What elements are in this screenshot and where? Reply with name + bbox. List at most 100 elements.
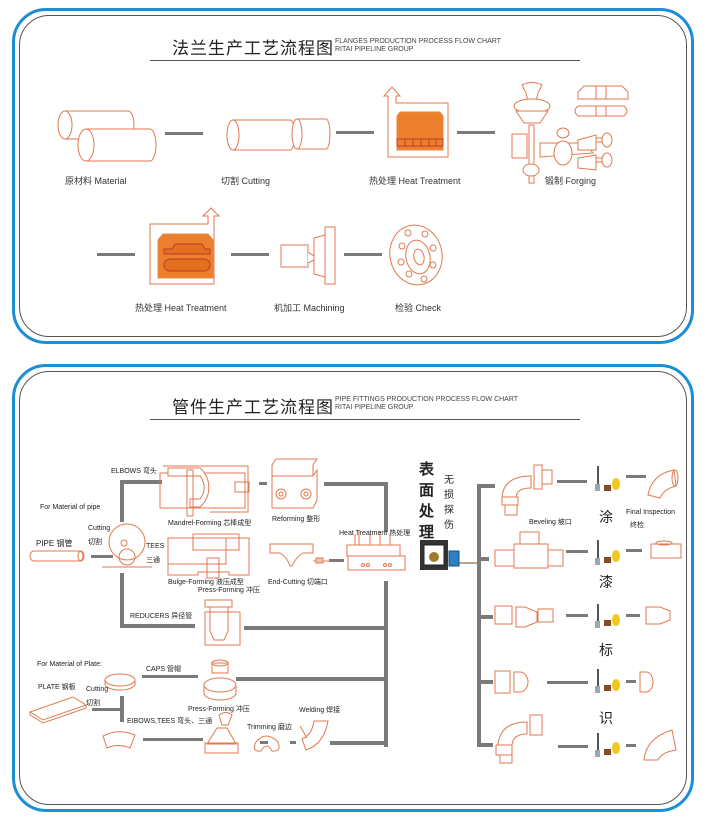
trimming-label: Trimming 磨边 [247,724,292,731]
connector [236,677,388,681]
cutting-wheel-icon [102,523,152,568]
ndt-char-2: 损 [444,490,454,501]
reducers-label: REDUCERS 异径管 [130,613,193,620]
bulge-forming-label: Bulge-Forming 液压成型 [168,579,244,586]
cutting-cn-label: 切割 [88,539,102,546]
ndt-char-1: 无 [444,475,454,486]
connector [477,680,493,684]
connector [97,253,135,256]
step-label-forging: 锻制 Forging [545,176,597,186]
fittings-connectors [91,475,646,748]
connector [336,131,374,134]
connector [626,614,640,617]
pipe-material-label: For Material of pipe [40,504,101,511]
furnace-icon [382,86,449,158]
painting-icon-row-4 [595,669,620,693]
connector [330,741,388,745]
connector [384,482,388,532]
mandrel-forming-icon [159,465,250,517]
connector [626,549,642,552]
elbow-press-icon [204,712,239,754]
caps-press-icon [203,659,237,701]
flanges-panel-inner-border [19,15,687,337]
plate-cutting-cn-label: 切割 [86,700,100,707]
bulge-forming-icon [167,533,250,579]
end-cutting-icon [269,543,330,567]
reforming-icon [271,458,318,509]
connector [547,681,588,684]
ndt-label: 无 损 探 伤 [444,473,454,533]
step-label-cutting: 切割 Cutting [221,176,271,186]
connector [477,557,489,561]
marking-char-1: 标 [599,642,613,658]
press-forming-label-2: Press-Forming 冲压 [188,706,250,713]
surface-treatment-machine-icon [420,540,460,570]
connector [260,741,268,744]
beveling-label: Beveling 坡口 [529,519,572,526]
final-elbow-icon [647,469,679,499]
reforming-label: Reforming 整形 [272,516,321,523]
beveling-elbow-2-icon [495,714,543,764]
ndt-char-4: 伤 [444,520,454,531]
painting-icon-row-3 [595,604,620,628]
cap-disk-icon [104,673,136,691]
connector [120,573,124,628]
trimming-icon [253,735,280,752]
beveling-cap-icon [494,670,529,694]
connector [290,741,296,744]
fittings-panel [12,364,694,812]
connector [626,744,636,747]
connector [477,743,493,747]
connector [120,480,162,484]
fittings-title-en: PIPE FITTINGS PRODUCTION PROCESS FLOW CH… [335,396,518,412]
end-cutting-label: End-Cutting 切端口 [268,579,328,586]
final-inspection-en-label: Final Inspection [626,509,676,516]
connector [384,581,388,747]
flanges-title-en: FLANGES PRODUCTION PROCESS FLOW CHART RI… [335,38,501,54]
flanges-panel [12,8,694,344]
beveling-tee-icon [494,531,564,569]
flanges-title-en-line2: RITAI PIPELINE GROUP [335,46,414,53]
welding-icon [299,720,329,751]
connector [259,482,267,485]
reducer-press-icon [204,599,241,646]
fittings-panel-inner-border [19,371,687,805]
final-tee-icon [650,540,682,559]
caps-label: CAPS 管帽 [146,666,182,673]
step-label-heat-treatment-1: 热处理 Heat Treatment [369,176,461,186]
connector [143,738,203,741]
connector [244,626,388,630]
painting-char-1: 涂 [599,509,613,525]
final-cap-icon [639,671,654,693]
surface-char-4: 理 [419,524,435,541]
pipe-icon [29,550,85,562]
ndt-char-3: 探 [444,505,454,516]
connector [557,480,587,483]
surface-treatment-label: 表 面 处 理 [419,459,434,543]
connector [92,708,120,711]
connector [142,675,198,678]
flange-icon [389,224,443,286]
beveling-elbow-icon [501,464,553,516]
tees-en-label: TEES [146,543,165,550]
fittings-title-cn: 管件生产工艺流程图 [172,398,334,417]
mandrel-forming-label: Mandrel-Forming 芯棒成型 [168,520,252,527]
beveling-reducer-icon [494,605,554,628]
fittings-title-rule [150,419,580,420]
surface-char-1: 表 [419,461,435,478]
connector [165,132,203,135]
connector [626,680,636,683]
connector [459,562,477,564]
elbows-tees-label: EIBOWS,TEES 弯头、三通 [127,718,213,725]
cut-bar-icon [226,118,331,151]
connector [566,550,588,553]
pipe-label: PIPE 钢管 [36,539,73,548]
final-inspection-cn-label: 终检 [630,522,644,529]
connector [344,253,382,256]
connector [477,615,493,619]
flanges-title-cn: 法兰生产工艺流程图 [172,39,334,58]
press-forming-label-1: Press-Forming 冲压 [198,587,260,594]
fittings-title-en-line2: RITAI PIPELINE GROUP [335,404,414,411]
connector [120,480,124,522]
